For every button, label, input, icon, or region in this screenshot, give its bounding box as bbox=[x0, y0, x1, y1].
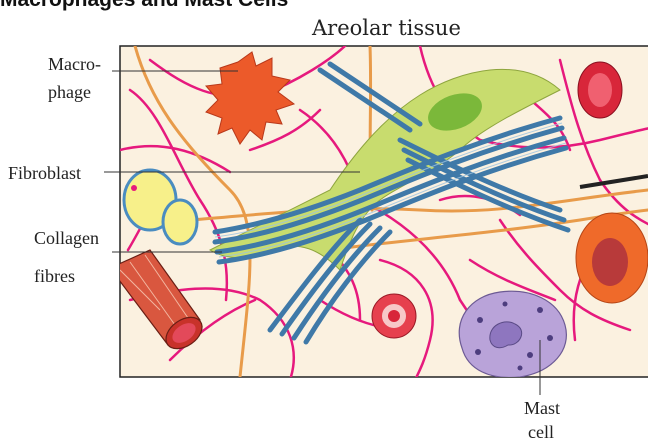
label-collagen-2: fibres bbox=[34, 264, 75, 288]
mast-cell bbox=[459, 291, 566, 377]
label-fibroblast: Fibroblast bbox=[8, 161, 81, 185]
granular-cell-center bbox=[372, 294, 416, 338]
label-mast-cell-2: cell bbox=[528, 420, 554, 444]
label-mast-cell-1: Mast bbox=[524, 396, 560, 420]
label-collagen-1: Collagen bbox=[34, 226, 99, 250]
red-cell-top-right bbox=[578, 62, 622, 118]
label-macrophage-1: Macro- bbox=[48, 52, 101, 76]
label-macrophage-2: phage bbox=[48, 80, 91, 104]
